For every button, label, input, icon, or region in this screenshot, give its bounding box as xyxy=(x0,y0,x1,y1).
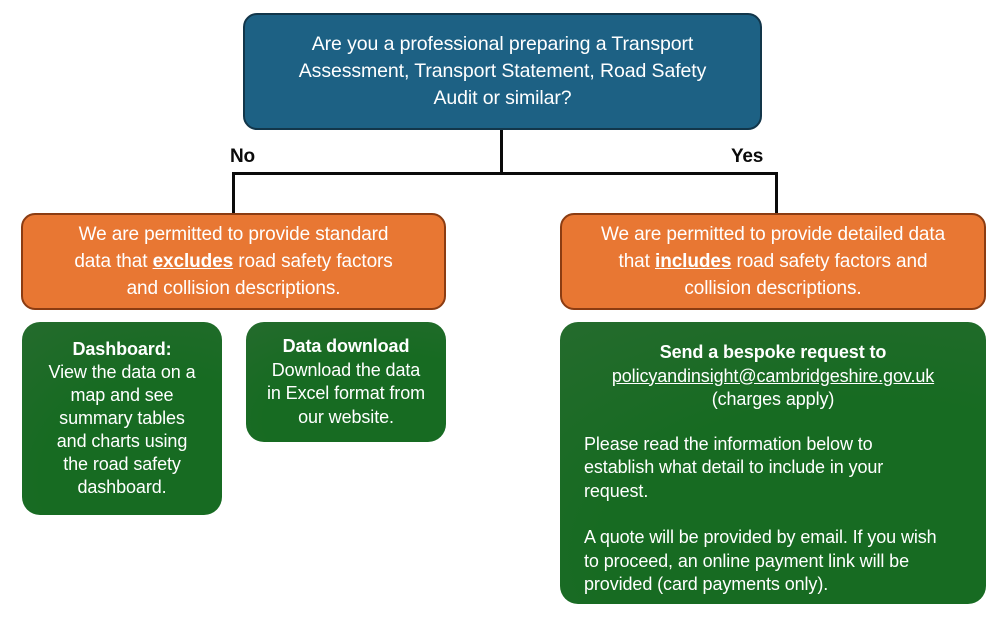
dashboard-heading: Dashboard: xyxy=(72,339,172,359)
question-line-3: Audit or similar? xyxy=(433,87,572,109)
bespoke-paragraph-gap xyxy=(584,503,962,526)
data-download-heading: Data download xyxy=(282,336,410,356)
question-line-1: Are you a professional preparing a Trans… xyxy=(311,33,694,55)
question-node: Are you a professional preparing a Trans… xyxy=(243,13,762,130)
connector-branch-no xyxy=(232,172,235,214)
outcome-yes-line-2: that includes road safety factors and xyxy=(578,248,968,275)
action-node-dashboard[interactable]: Dashboard: View the data on a map and se… xyxy=(22,322,222,515)
data-download-line-3: our website. xyxy=(298,406,394,427)
bespoke-header-block: Send a bespoke request to policyandinsig… xyxy=(584,341,962,412)
outcome-yes-line-2-pre: that xyxy=(618,251,656,272)
branch-label-yes: Yes xyxy=(731,146,764,167)
outcome-node-no: We are permitted to provide standard dat… xyxy=(21,213,446,310)
outcome-no-emphasis: excludes xyxy=(152,251,234,272)
bespoke-email-link[interactable]: policyandinsight@cambridgeshire.gov.uk xyxy=(611,365,935,386)
bespoke-body-block: Please read the information below to est… xyxy=(584,433,962,597)
branch-label-no: No xyxy=(230,146,255,167)
dashboard-line-2: map and see xyxy=(70,385,174,405)
outcome-yes-emphasis: includes xyxy=(655,251,732,272)
action-node-bespoke-request[interactable]: Send a bespoke request to policyandinsig… xyxy=(560,322,986,604)
outcome-yes-line-2-post: road safety factors and xyxy=(731,251,928,272)
outcome-no-line-3: and collision descriptions. xyxy=(126,278,341,299)
outcome-node-yes: We are permitted to provide detailed dat… xyxy=(560,213,986,310)
dashboard-line-6: dashboard. xyxy=(77,477,167,497)
outcome-yes-line-3: collision descriptions. xyxy=(684,278,862,299)
bespoke-p2-line-2: to proceed, an online payment link will … xyxy=(584,550,909,571)
action-node-data-download[interactable]: Data download Download the data in Excel… xyxy=(246,322,446,442)
outcome-no-line-2-post: road safety factors xyxy=(233,251,393,272)
bespoke-p1-line-3: request. xyxy=(584,480,649,501)
bespoke-p1-line-1: Please read the information below to xyxy=(584,433,873,454)
dashboard-line-4: and charts using xyxy=(56,431,188,451)
connector-stem-vertical xyxy=(500,130,503,174)
dashboard-line-5: the road safety xyxy=(63,454,181,474)
bespoke-heading: Send a bespoke request to xyxy=(659,342,887,362)
data-download-line-1: Download the data xyxy=(271,359,421,380)
bespoke-p1-line-2: establish what detail to include in your xyxy=(584,457,884,477)
bespoke-p2-line-1: A quote will be provided by email. If yo… xyxy=(584,527,937,547)
dashboard-line-3: summary tables xyxy=(59,408,185,428)
outcome-no-line-1: We are permitted to provide standard xyxy=(78,224,389,245)
question-line-2: Assessment, Transport Statement, Road Sa… xyxy=(298,60,707,82)
connector-horizontal-bar xyxy=(232,172,778,175)
outcome-yes-line-1: We are permitted to provide detailed dat… xyxy=(600,224,946,245)
outcome-no-line-2-pre: data that xyxy=(74,251,153,272)
bespoke-charges-note: (charges apply) xyxy=(711,389,835,409)
outcome-no-line-2: data that excludes road safety factors xyxy=(39,248,428,275)
connector-branch-yes xyxy=(775,172,778,214)
data-download-line-2: in Excel format from xyxy=(266,383,426,403)
bespoke-p2-line-3: provided (card payments only). xyxy=(584,574,829,594)
dashboard-line-1: View the data on a xyxy=(48,362,196,382)
